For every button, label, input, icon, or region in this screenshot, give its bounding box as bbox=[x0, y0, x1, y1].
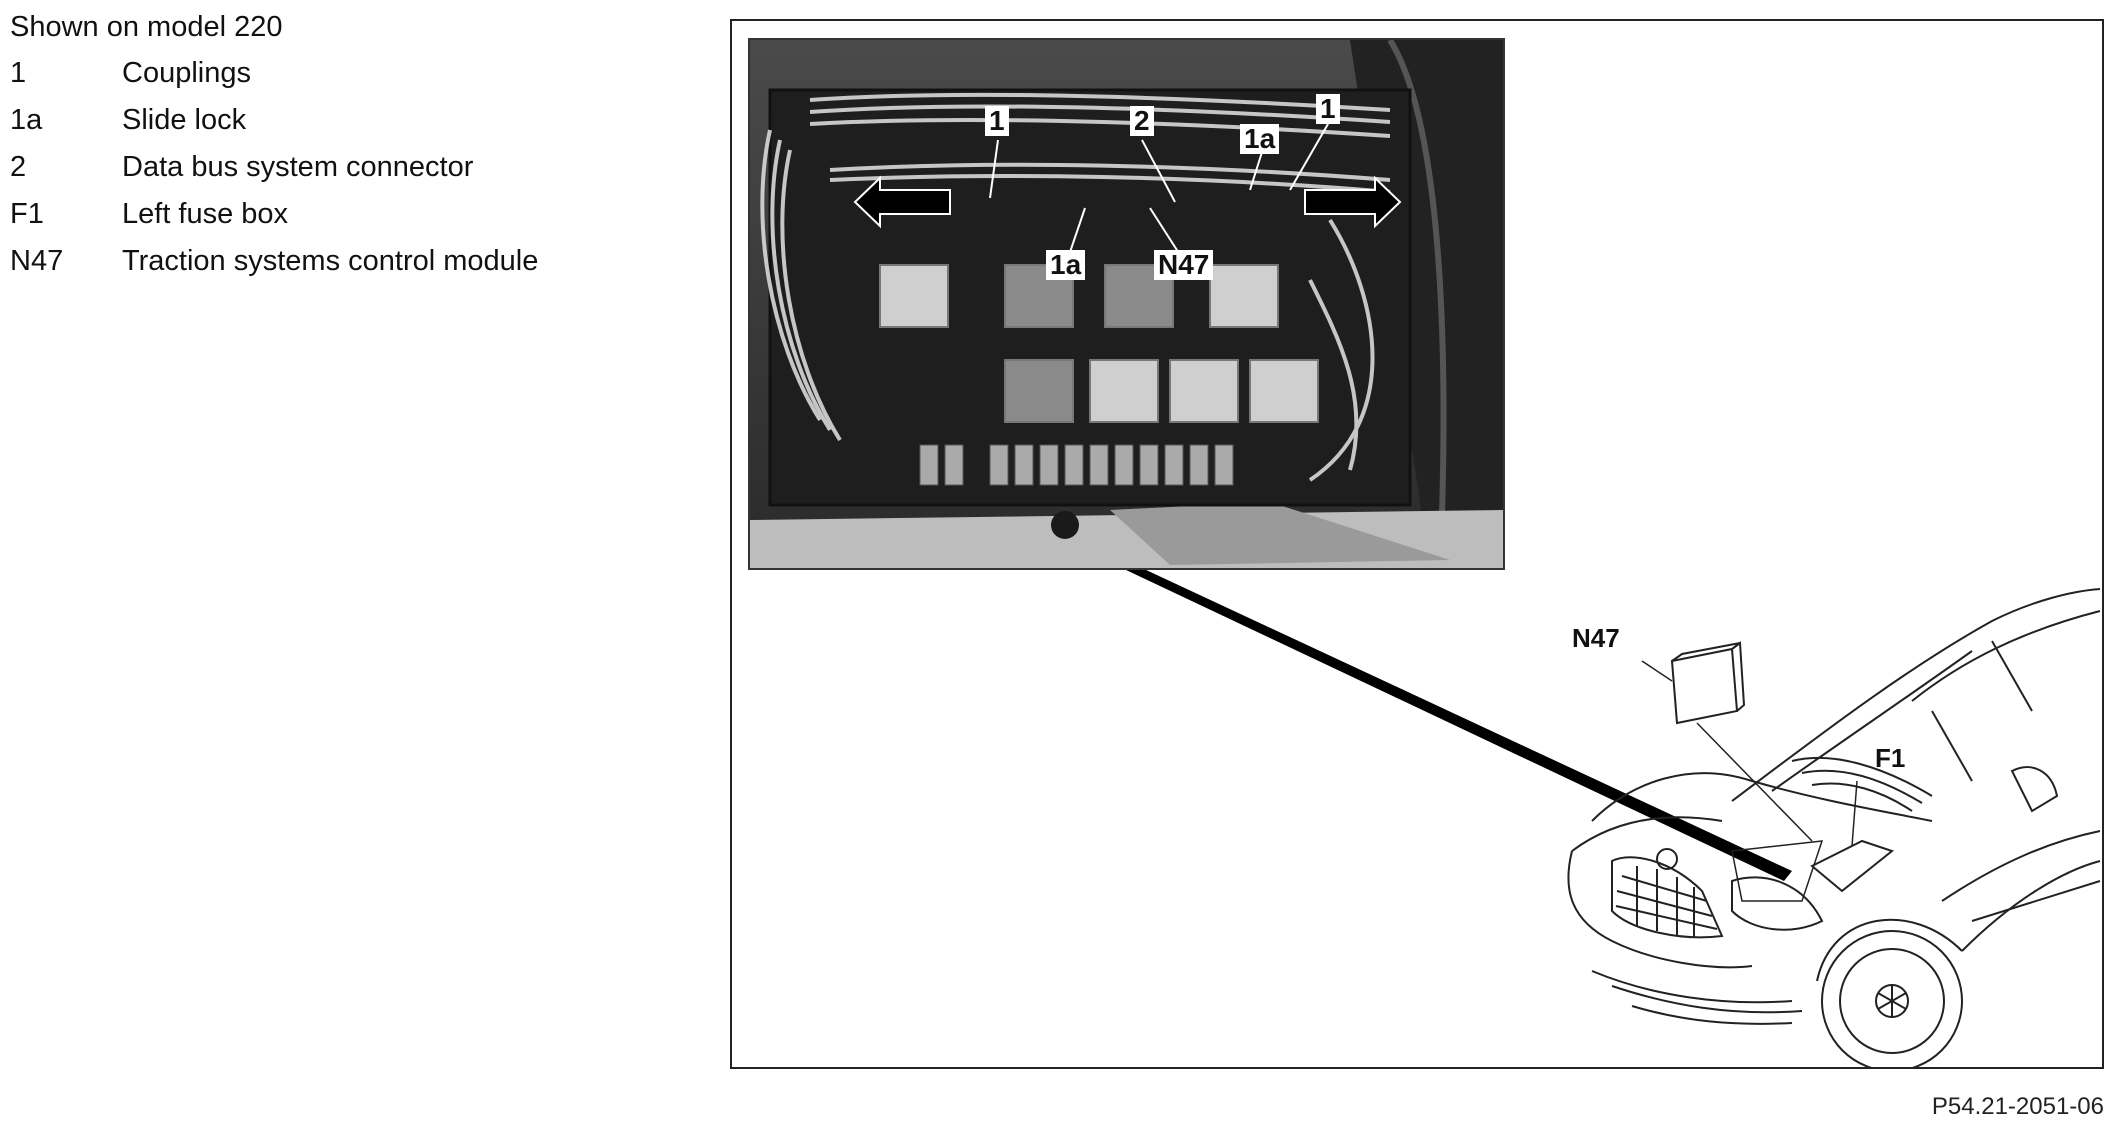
callout-1a-top: 1a bbox=[1240, 124, 1280, 154]
callout-n47: N47 bbox=[1154, 250, 1214, 280]
legend: Shown on model 220 1 Couplings 1a Slide … bbox=[10, 4, 690, 285]
legend-description: Traction systems control module bbox=[122, 245, 539, 277]
figure-id: P54.21-2051-06 bbox=[1931, 1093, 2104, 1120]
legend-item: 1a Slide lock bbox=[10, 97, 690, 144]
fuse-box-photo-image bbox=[750, 40, 1503, 568]
legend-description: Left fuse box bbox=[122, 198, 289, 230]
legend-code: F1 bbox=[10, 198, 44, 230]
legend-item: F1 Left fuse box bbox=[10, 191, 690, 238]
callout-1a-bottom: 1a bbox=[1046, 250, 1086, 280]
fuse-box-photo: 1 2 1 1a 1a N47 bbox=[748, 38, 1505, 570]
pointer-line bbox=[1124, 569, 1792, 881]
legend-description: Data bus system connector bbox=[122, 151, 474, 183]
legend-item: 1 Couplings bbox=[10, 50, 690, 97]
legend-description: Slide lock bbox=[122, 104, 247, 136]
callout-n47-drawing: N47 bbox=[1572, 623, 1620, 653]
legend-description: Couplings bbox=[122, 57, 251, 89]
legend-item: 2 Data bus system connector bbox=[10, 144, 690, 191]
callout-f1-drawing: F1 bbox=[1875, 743, 1906, 773]
legend-title: Shown on model 220 bbox=[10, 11, 283, 43]
callout-1-left: 1 bbox=[985, 106, 1009, 136]
vehicle-drawing bbox=[1567, 588, 2101, 1067]
figure-frame: N47 F1 bbox=[730, 19, 2104, 1069]
legend-code: N47 bbox=[10, 245, 64, 277]
callout-1-right: 1 bbox=[1316, 94, 1340, 124]
legend-item: N47 Traction systems control module bbox=[10, 238, 690, 285]
legend-code: 1a bbox=[10, 104, 43, 136]
legend-code: 1 bbox=[10, 57, 27, 89]
callout-2: 2 bbox=[1130, 106, 1154, 136]
legend-code: 2 bbox=[10, 151, 27, 183]
